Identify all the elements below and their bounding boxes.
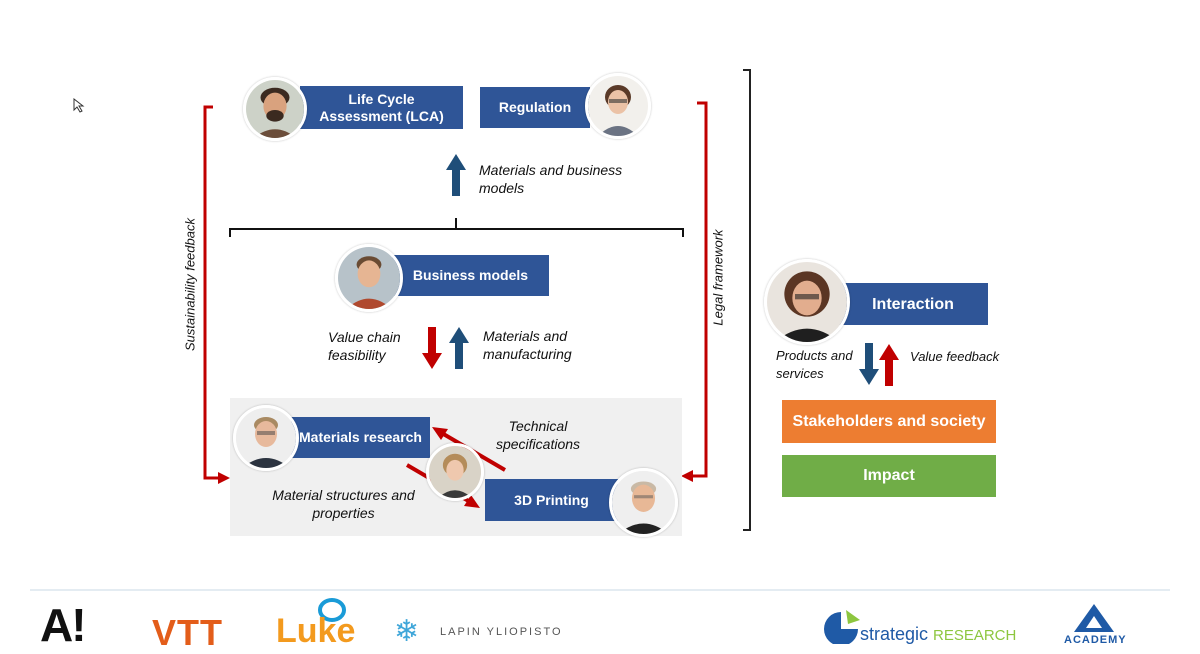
stakeholders-label: Stakeholders and society: [792, 412, 986, 430]
up-arrow-value-feedback: [879, 344, 899, 386]
sustainability-feedback-arrowhead: [218, 472, 230, 484]
mouse-cursor-icon: [73, 98, 85, 113]
note-value-feedback: Value feedback: [910, 349, 1000, 364]
lca-box: Life Cycle Assessment (LCA): [300, 86, 463, 129]
legal-framework-label: Legal framework: [710, 229, 726, 326]
lca-label: Life Cycle Assessment (LCA): [319, 90, 444, 124]
person-icon: [338, 247, 400, 309]
overall-bracket: [743, 69, 751, 531]
academy-logo-text: ACADEMY: [1064, 634, 1127, 646]
person-icon: [767, 262, 847, 342]
snowflake-icon: ❄: [394, 615, 420, 648]
note-products-services: Products and services: [776, 348, 853, 381]
luke-bubble-icon: [318, 598, 346, 622]
down-arrow-products-services: [859, 343, 879, 385]
person-icon: [246, 80, 304, 138]
strategic-logo-suffix: RESEARCH: [933, 627, 1017, 644]
avatar-printing: [609, 468, 678, 537]
note-material-structures: Material structures and properties: [272, 487, 415, 521]
stakeholders-box: Stakeholders and society: [782, 400, 996, 443]
materials-research-label: Materials research: [299, 429, 422, 445]
vtt-logo-text: VTT: [152, 612, 223, 653]
legal-framework-arrowhead: [681, 470, 693, 482]
person-icon: [588, 76, 648, 136]
sustainability-feedback-bracket: [203, 105, 220, 480]
impact-box: Impact: [782, 455, 996, 497]
avatar-interaction: [764, 259, 850, 345]
up-arrow-materials-manufacturing: [449, 327, 469, 369]
note-materials-business: Materials and business models: [479, 162, 623, 196]
strategic-logo-prefix: strategic: [860, 624, 929, 644]
business-bracket: [229, 218, 684, 237]
regulation-box: Regulation: [480, 87, 590, 128]
interaction-label: Interaction: [872, 295, 954, 313]
legal-framework-bracket: [690, 101, 708, 478]
sustainability-feedback-label: Sustainability feedback: [182, 218, 198, 351]
note-technical-specs: Technical specifications: [495, 418, 581, 452]
academy-triangle-icon: [1074, 604, 1114, 632]
interaction-box: Interaction: [838, 283, 988, 325]
business-models-box: Business models: [392, 255, 549, 296]
lapin-logo-text: LAPIN YLIOPISTO: [440, 626, 563, 638]
logo-aalto: A!: [40, 598, 87, 652]
note-value-chain: Value chain feasibility: [328, 329, 401, 363]
down-arrow-value-chain: [422, 327, 442, 369]
impact-label: Impact: [863, 467, 915, 484]
materials-research-box: Materials research: [291, 417, 430, 458]
logo-vtt: VTT: [152, 612, 223, 654]
printing-box: 3D Printing: [485, 479, 618, 521]
regulation-label: Regulation: [498, 99, 572, 115]
printing-label: 3D Printing: [514, 491, 589, 508]
person-icon: [612, 471, 675, 534]
avatar-business: [335, 244, 403, 312]
note-materials-manufacturing: Materials and manufacturing: [483, 328, 572, 362]
person-icon: [236, 408, 296, 468]
avatar-center: [426, 443, 484, 501]
up-arrow-materials-business: [446, 154, 466, 196]
aalto-logo-text: A!: [40, 599, 87, 651]
strategic-research-mark-icon: [824, 610, 860, 644]
person-icon: [429, 446, 481, 498]
avatar-lca: [243, 77, 307, 141]
luke-logo-text: Luke: [276, 612, 356, 650]
avatar-materials: [233, 405, 299, 471]
business-models-label: Business models: [412, 267, 529, 283]
avatar-regulation: [585, 73, 651, 139]
